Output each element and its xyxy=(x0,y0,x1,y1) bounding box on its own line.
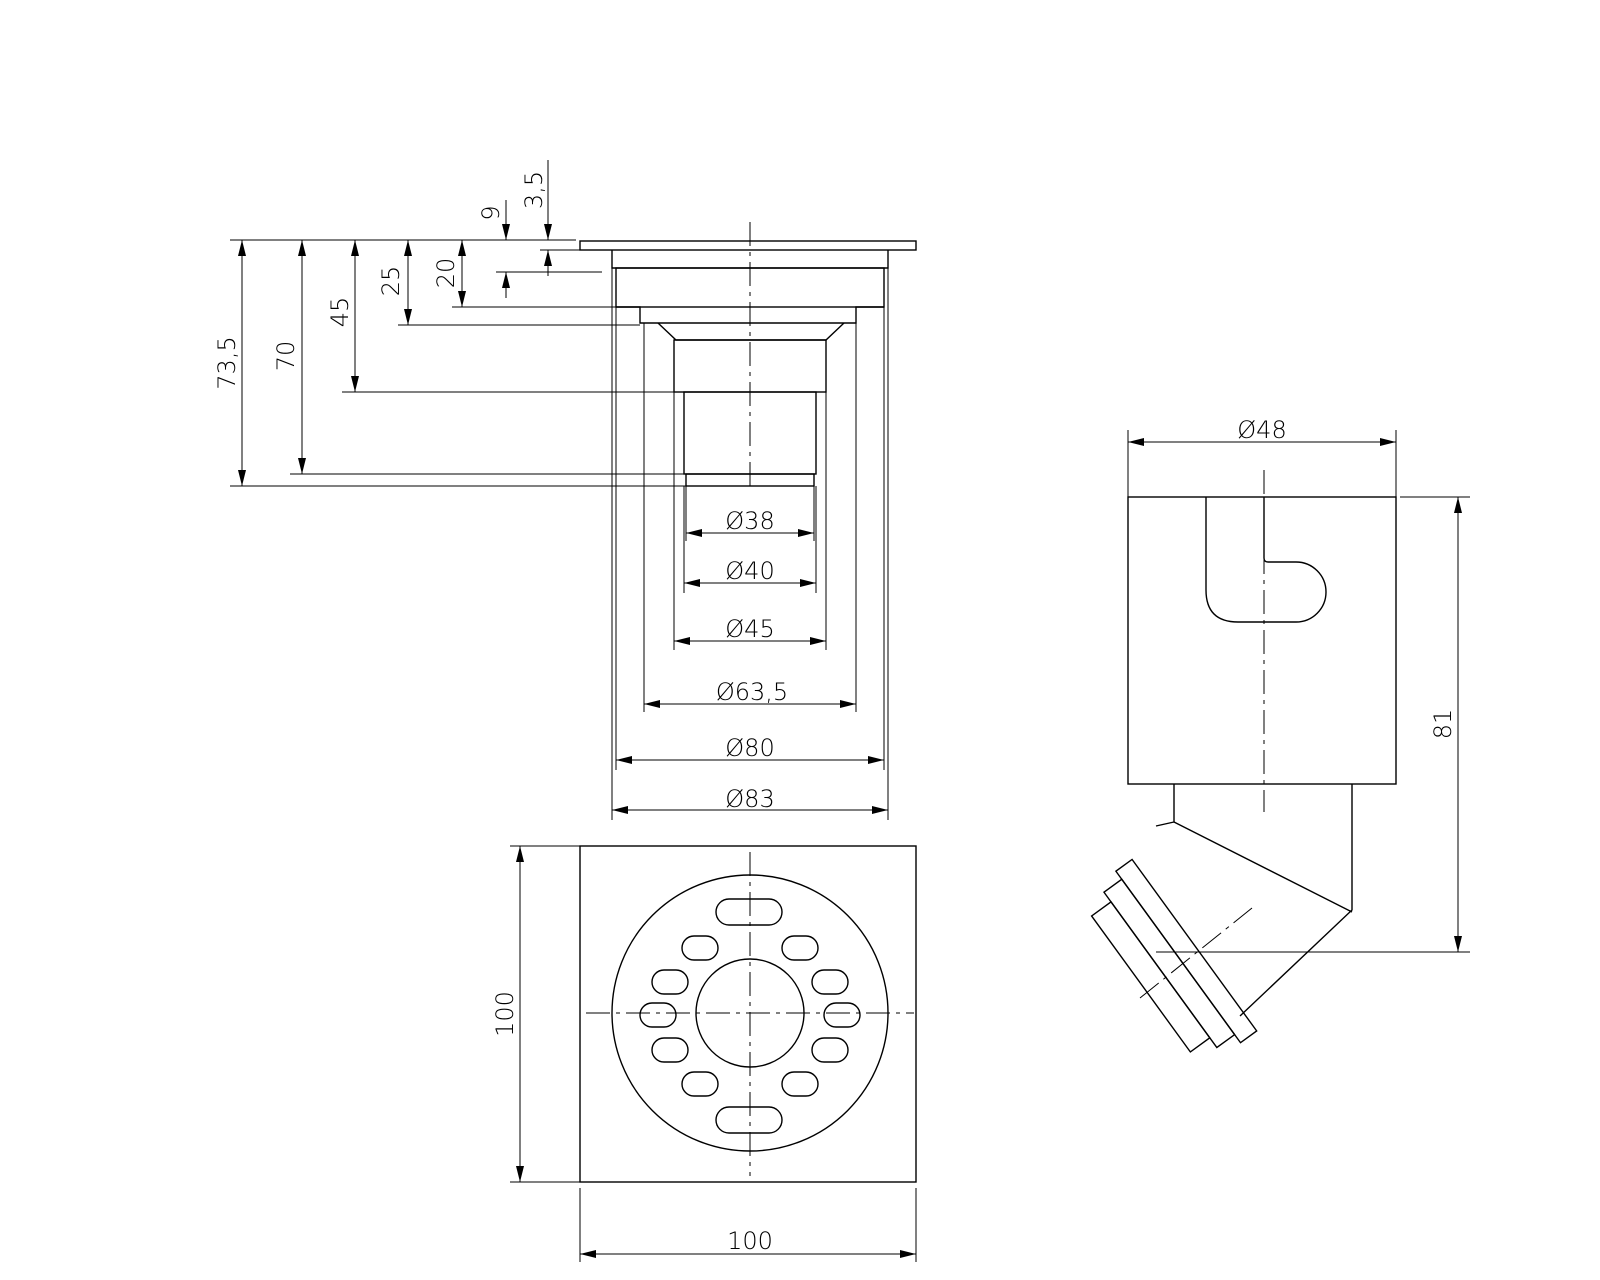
section-view: 73,5 70 45 25 20 9 3,5 Ø38 Ø40 Ø45 Ø63,5… xyxy=(213,160,917,820)
dim-side-dia-48: Ø48 xyxy=(1237,416,1286,444)
side-view: Ø48 81 xyxy=(1090,416,1470,1053)
dim-45: 45 xyxy=(326,297,354,328)
dim-dia-83: Ø83 xyxy=(725,785,774,813)
plan-view: 100 100 xyxy=(491,845,917,1262)
dim-dia-45: Ø45 xyxy=(725,615,774,643)
dim-plan-height: 100 xyxy=(491,991,519,1037)
dim-dia-63-5: Ø63,5 xyxy=(716,678,788,706)
dim-9: 9 xyxy=(477,205,505,220)
dim-20: 20 xyxy=(432,258,460,289)
dim-73-5: 73,5 xyxy=(213,336,241,389)
dim-dia-80: Ø80 xyxy=(725,734,774,762)
dim-plan-width: 100 xyxy=(727,1227,773,1255)
dim-3-5: 3,5 xyxy=(520,171,548,209)
dim-side-height-81: 81 xyxy=(1429,709,1457,740)
dim-25: 25 xyxy=(377,266,405,297)
dim-dia-38: Ø38 xyxy=(725,507,774,535)
dim-dia-40: Ø40 xyxy=(725,557,774,585)
dim-70: 70 xyxy=(272,341,300,372)
